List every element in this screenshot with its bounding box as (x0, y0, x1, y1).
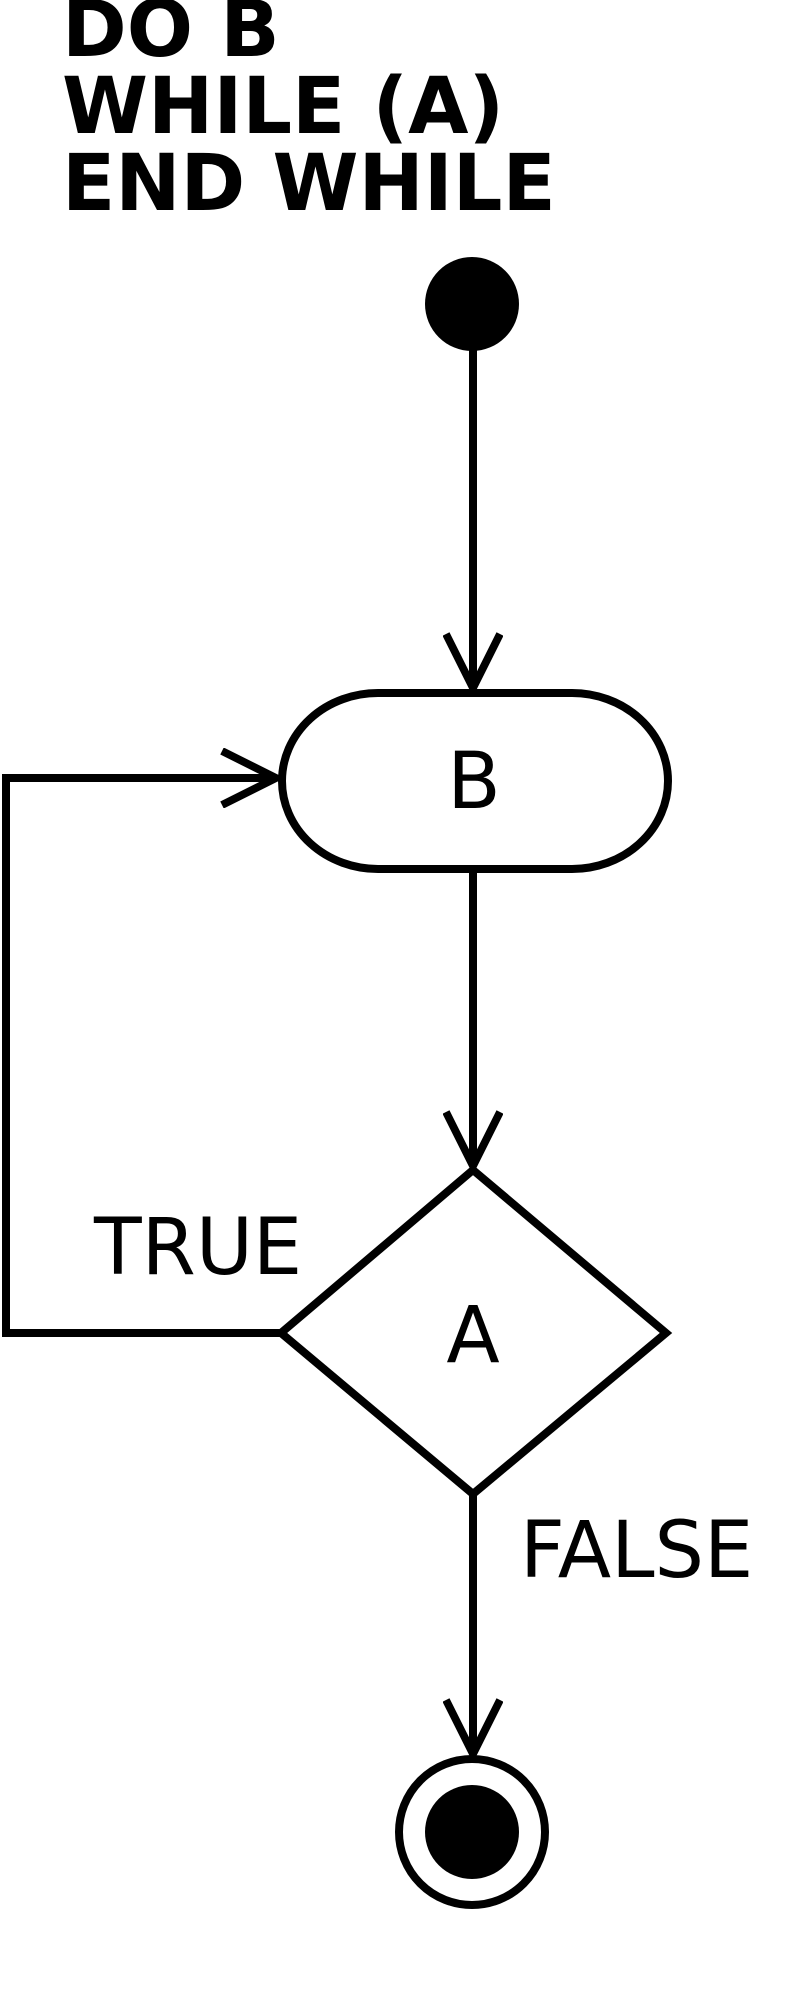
action-node-label: B (447, 737, 501, 827)
edge-true-loop (2, 778, 281, 1337)
start-node (425, 257, 519, 351)
end-node (425, 1785, 519, 1879)
title-line-1: DO B (62, 0, 280, 75)
title-line-3: END WHILE (62, 139, 556, 229)
decision-node-label: A (446, 1291, 499, 1381)
false-label: FALSE (520, 1506, 753, 1596)
title-line-2: WHILE (A) (62, 62, 504, 152)
true-label: TRUE (93, 1203, 302, 1293)
